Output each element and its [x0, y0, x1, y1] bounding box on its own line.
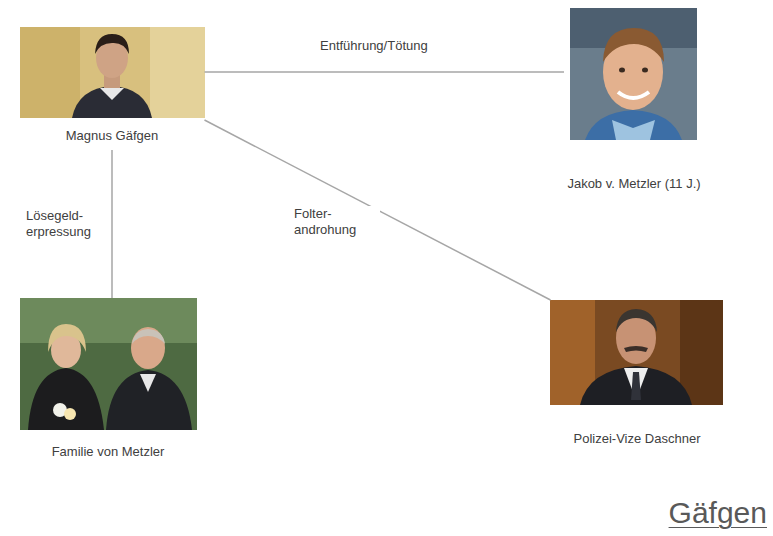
relation-line [111, 150, 113, 298]
edge-label: Folter- androhung [292, 206, 380, 238]
node-caption: Jakob v. Metzler (11 J.) [567, 176, 700, 192]
relation-line [205, 71, 565, 73]
photo-node: Magnus Gäfgen [20, 27, 205, 146]
photo-node: Polizei-Vize Daschner [551, 300, 724, 449]
photo-node: Jakob v. Metzler (11 J.) [564, 8, 704, 194]
edge-label: Lösegeld- erpressung [24, 208, 106, 240]
group-photo [20, 298, 197, 430]
relation-line [205, 120, 551, 300]
node-caption: Polizei-Vize Daschner [574, 431, 701, 447]
node-caption: Magnus Gäfgen [66, 128, 159, 144]
node-caption: Familie von Metzler [52, 444, 165, 460]
photo-node: Familie von Metzler [20, 298, 197, 462]
portrait-photo [570, 8, 697, 140]
edge-label: Entführung/Tötung [318, 38, 430, 54]
slide-title: Gäfgen [669, 496, 767, 530]
portrait-photo [20, 27, 205, 118]
portrait-photo [550, 300, 723, 405]
